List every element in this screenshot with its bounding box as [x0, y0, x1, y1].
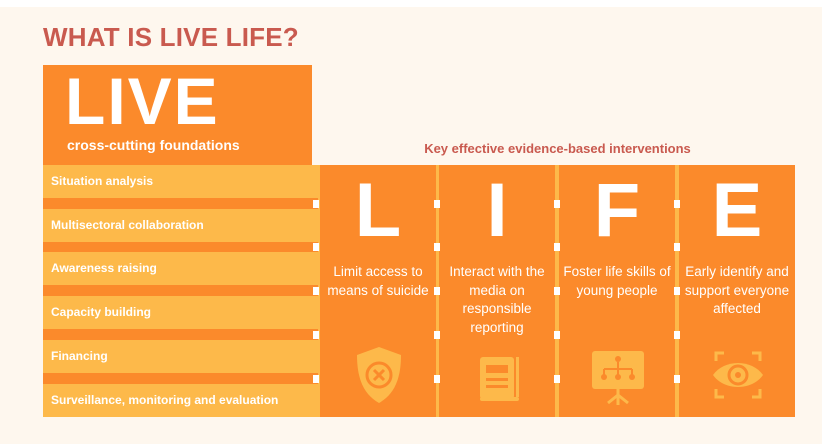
divider-dash [674, 375, 680, 383]
live-header: LIVE cross-cutting foundations [43, 65, 312, 165]
intervention-f: F Foster life skills of young people [559, 165, 675, 417]
divider-dash [434, 331, 440, 339]
divider-dash [434, 243, 440, 251]
divider-dash [434, 375, 440, 383]
shield-x-icon [357, 347, 401, 403]
divider-dash [554, 200, 560, 208]
divider-dash [434, 287, 440, 295]
divider-dash [674, 200, 680, 208]
divider-dash [313, 243, 319, 251]
intervention-i: I Interact with the media on responsible… [439, 165, 555, 417]
eye-scan-icon [713, 351, 763, 399]
intervention-text: Limit access to means of suicide [327, 264, 429, 298]
divider-dash [674, 243, 680, 251]
divider-dash [674, 331, 680, 339]
intervention-letter: I [486, 168, 508, 253]
divider-dash [313, 200, 319, 208]
interventions-heading: Key effective evidence-based interventio… [424, 141, 691, 156]
intervention-l: L Limit access to means of suicide [320, 165, 436, 417]
divider-dash [554, 375, 560, 383]
live-word: LIVE [65, 64, 220, 138]
foundation-item: Situation analysis [43, 165, 320, 198]
foundation-item: Awareness raising [43, 252, 320, 285]
divider-dash [434, 200, 440, 208]
foundation-item: Capacity building [43, 296, 320, 329]
presentation-board-icon [592, 351, 644, 405]
foundation-item: Multisectoral collaboration [43, 209, 320, 242]
intervention-letter: L [354, 168, 402, 253]
divider-dash [313, 375, 319, 383]
intervention-text: Foster life skills of young people [563, 264, 671, 298]
live-subtitle: cross-cutting foundations [67, 137, 240, 153]
foundation-item: Surveillance, monitoring and evaluation [43, 384, 320, 417]
page-title: WHAT IS LIVE LIFE? [43, 22, 299, 52]
intervention-text: Early identify and support everyone affe… [684, 264, 790, 316]
foundations-list: Situation analysis Multisectoral collabo… [43, 165, 320, 417]
divider-dash [313, 331, 319, 339]
foundation-item: Financing [43, 340, 320, 373]
divider-dash [554, 331, 560, 339]
divider-dash [554, 243, 560, 251]
divider-dash [554, 287, 560, 295]
intervention-text: Interact with the media on responsible r… [449, 264, 545, 335]
intervention-e: E Early identify and support everyone af… [679, 165, 795, 417]
divider-dash [313, 287, 319, 295]
intervention-letter: E [711, 168, 763, 253]
newspaper-icon [480, 357, 519, 401]
intervention-letter: F [593, 168, 641, 253]
divider-dash [674, 287, 680, 295]
